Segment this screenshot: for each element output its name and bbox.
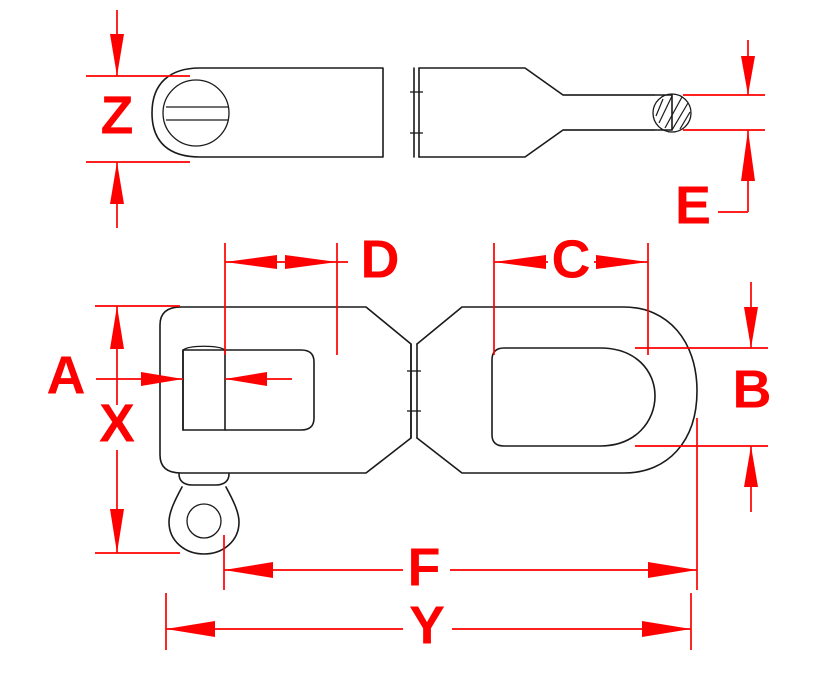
dimension-D-arrow-right	[285, 255, 337, 269]
dimension-Z: Z	[86, 10, 190, 228]
dimension-Y-arrow-right	[642, 621, 691, 637]
dimension-A-arrow-right	[225, 372, 267, 386]
dimension-X: X	[95, 305, 180, 554]
dimension-E: E	[675, 40, 765, 235]
dimension-C: C	[493, 229, 649, 355]
dimension-D-label: D	[361, 229, 400, 289]
front-view-pin-top-cap	[182, 345, 226, 351]
dimension-B-arrow-top	[744, 307, 758, 348]
dimension-F-arrow-left	[224, 562, 273, 578]
top-view-pin-head-circle	[162, 79, 230, 147]
dimension-F: F	[223, 418, 698, 597]
dimension-C-arrow-left	[494, 255, 546, 269]
dimension-X-arrow-top	[110, 306, 124, 349]
dimension-C-arrow-right	[596, 255, 648, 269]
dimension-X-label: X	[99, 393, 135, 453]
dimension-X-arrow-bottom	[110, 509, 124, 553]
dimension-C-label: C	[552, 229, 591, 289]
dimension-D: D	[224, 229, 400, 355]
dimension-E-label: E	[675, 175, 711, 235]
front-view-pin-head-hole	[186, 503, 222, 539]
dimension-B: B	[635, 282, 772, 512]
dimension-Z-arrow-bottom	[110, 162, 124, 204]
dimension-Y-label: Y	[409, 595, 445, 655]
front-view-jaw-outline	[159, 306, 412, 474]
top-view-section-hatching	[655, 95, 691, 131]
dimension-B-arrow-bottom	[744, 446, 758, 487]
dimension-Z-arrow-top	[110, 34, 124, 76]
top-view-eye-outline	[418, 67, 673, 158]
dimension-D-arrow-left	[225, 255, 277, 269]
front-view-eye-opening	[491, 347, 656, 447]
front-view-pin-head	[178, 473, 230, 486]
front-view-pin-head-ring	[168, 486, 240, 555]
top-view-jaw-outline	[151, 67, 384, 158]
dimension-Y: Y	[165, 593, 692, 655]
dimension-A-label: A	[47, 345, 86, 405]
dimension-A: A	[47, 345, 292, 405]
dimension-E-arrow-top	[741, 56, 755, 95]
dimension-Y-arrow-left	[166, 621, 215, 637]
front-view-group: D C A X	[47, 229, 772, 655]
dimension-F-label: F	[408, 537, 441, 597]
dimension-E-arrow-bottom	[741, 130, 755, 181]
top-view-group: Z E	[86, 10, 765, 235]
dimension-F-arrow-right	[648, 562, 697, 578]
top-view-section-circle	[652, 93, 692, 133]
dimension-Z-label: Z	[101, 85, 134, 145]
dimension-A-arrow-left	[141, 372, 183, 386]
dimension-B-label: B	[733, 359, 772, 419]
front-view-jaw-slot	[182, 349, 315, 431]
